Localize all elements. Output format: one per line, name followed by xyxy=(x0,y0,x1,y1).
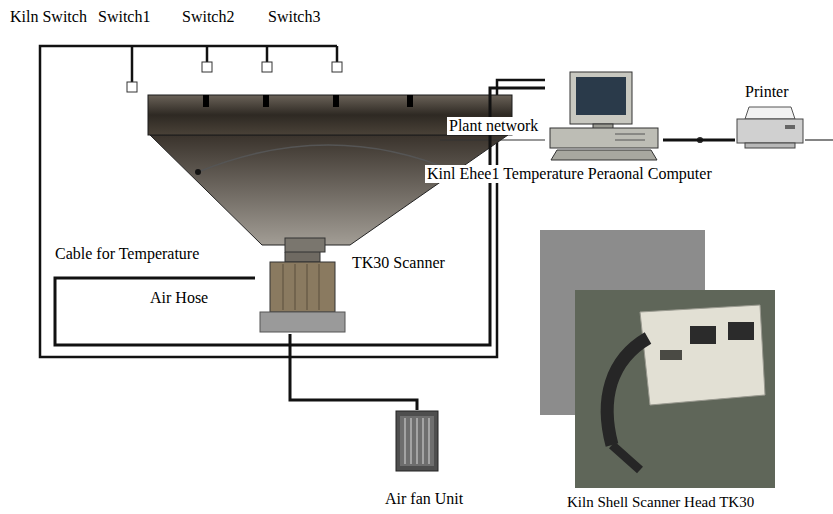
printer-icon xyxy=(735,105,805,150)
wire xyxy=(336,46,339,62)
fan-icon xyxy=(395,410,439,472)
switch-wire xyxy=(40,46,545,357)
photo-caption: Kiln Shell Scanner Head TK30 xyxy=(567,493,754,511)
photo xyxy=(575,290,775,488)
node-label: Printer xyxy=(745,83,789,101)
node-label: TK30 Scanner xyxy=(352,254,445,272)
scanner: TK30 Scanner xyxy=(255,252,350,334)
switch xyxy=(127,82,137,92)
network-line xyxy=(805,139,833,140)
scanner-window xyxy=(690,326,716,344)
node-label: Kinl Ehee1 Temperature Peraonal Computer xyxy=(425,165,714,183)
scanner-handle xyxy=(607,338,648,445)
kiln-tyre xyxy=(407,95,413,107)
scanner-grip xyxy=(612,445,640,470)
wire xyxy=(131,46,134,82)
switch-symbols xyxy=(127,62,342,92)
hose-label: Air Hose xyxy=(150,289,208,307)
kiln-tyre xyxy=(333,95,339,107)
cable-connector xyxy=(55,88,545,345)
switch xyxy=(332,62,342,72)
hood-arc xyxy=(198,145,456,172)
kiln-hood xyxy=(150,135,508,245)
switch-label: Switch3 xyxy=(268,8,320,26)
printer: Printer xyxy=(735,105,805,150)
wire xyxy=(266,46,269,62)
scanner-photo xyxy=(540,230,775,488)
hood-neck xyxy=(285,238,325,252)
wire xyxy=(40,46,545,357)
switch-label: Switch2 xyxy=(182,8,234,26)
network-line xyxy=(440,139,545,140)
cable-label: Cable for Temperature xyxy=(55,245,199,263)
switch-label: Kiln Switch xyxy=(10,8,87,26)
hood-dot xyxy=(195,169,201,175)
computer: Kinl Ehee1 Temperature Peraonal Computer xyxy=(545,70,663,162)
switch xyxy=(202,62,212,72)
kiln-tyre xyxy=(263,95,269,107)
scanner-window xyxy=(728,322,754,340)
switch-label: Switch1 xyxy=(98,8,150,26)
computer-icon xyxy=(545,70,663,162)
cable-connector xyxy=(290,334,417,410)
cable-connector xyxy=(663,139,735,142)
scanner-slot xyxy=(660,350,682,360)
air-fan: Air fan Unit xyxy=(395,410,439,472)
network-label: Plant network xyxy=(447,117,540,135)
scanner-head xyxy=(640,305,765,405)
kiln-tyre xyxy=(203,95,209,107)
switch xyxy=(262,62,272,72)
wire xyxy=(206,46,209,62)
scanner-icon xyxy=(255,252,350,334)
node-label: Air fan Unit xyxy=(385,490,463,508)
